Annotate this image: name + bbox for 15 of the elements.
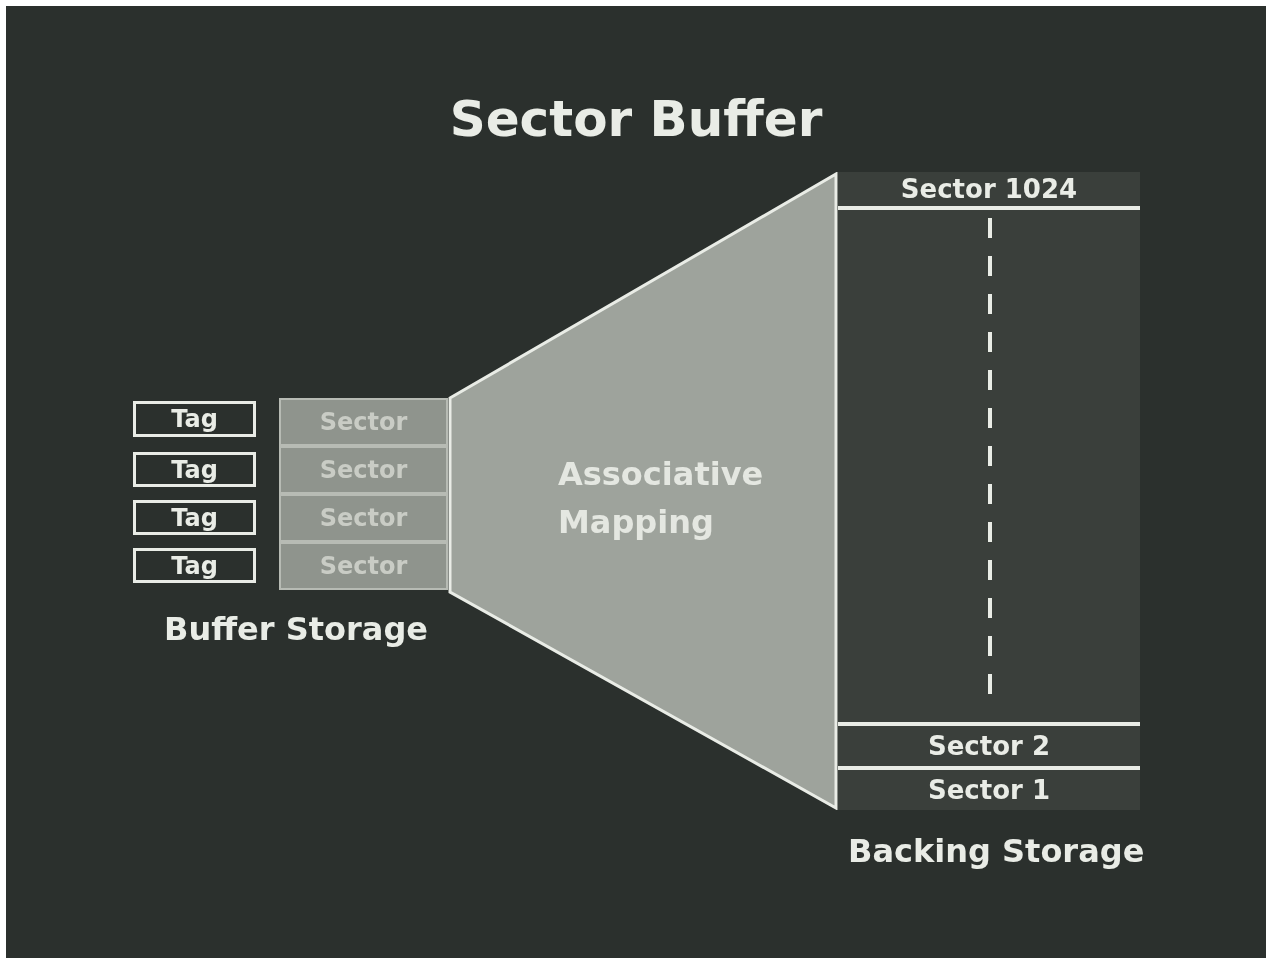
sector-label: Sector 2 [928, 731, 1050, 761]
buffer-sector-box: Sector [279, 398, 448, 446]
tag-box: Tag [133, 500, 256, 535]
sector-label: Sector 1024 [900, 174, 1078, 204]
mapping-label: Associative Mapping [558, 454, 765, 543]
tag-box: Tag [133, 452, 256, 487]
tag-box: Tag [133, 548, 256, 583]
group-label: Buffer Storage [164, 610, 429, 648]
storage-heading: Backing Storage [848, 832, 1145, 870]
title: Sector Buffer [449, 90, 823, 148]
buffer-sector-box: Sector [279, 542, 448, 590]
buffer-sector-box: Sector [279, 494, 448, 542]
sector-label: Sector 1 [928, 775, 1050, 805]
tag-box: Tag [133, 401, 256, 437]
buffer-sector-box: Sector [279, 446, 448, 494]
